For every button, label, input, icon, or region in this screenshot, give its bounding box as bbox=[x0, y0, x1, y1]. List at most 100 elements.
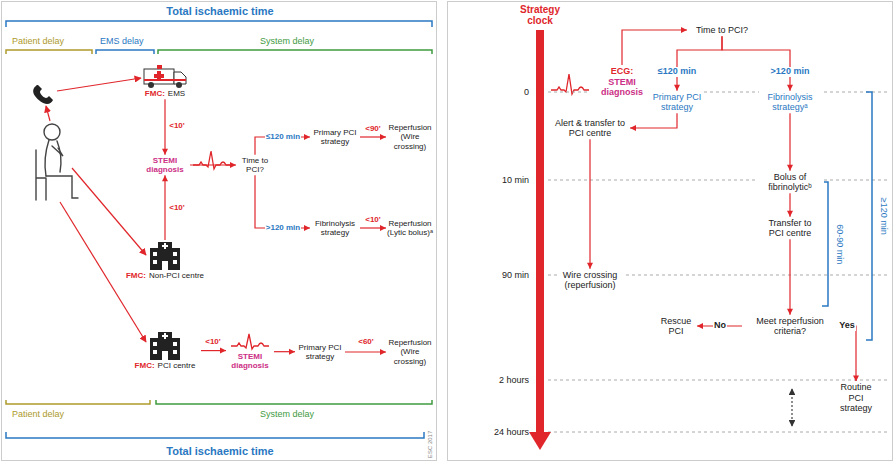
edge-label: <10' bbox=[168, 204, 185, 213]
flow-arrow bbox=[162, 99, 168, 155]
arrowhead bbox=[380, 134, 386, 140]
arrowhead bbox=[289, 349, 295, 355]
arrowhead bbox=[630, 125, 636, 131]
node-text: STEMI diagnosis bbox=[227, 352, 273, 370]
edge-label: Yes bbox=[838, 321, 856, 331]
flow-arrow bbox=[274, 349, 295, 355]
clock-bar bbox=[536, 30, 544, 434]
arrow-line bbox=[255, 175, 310, 228]
step-node: Bolus of fibrinolyticᵇ bbox=[756, 171, 824, 194]
patient-arrow bbox=[60, 202, 146, 342]
step-node: Wire crossing (reperfusion) bbox=[557, 269, 623, 292]
hospital-block bbox=[150, 248, 180, 270]
node-text: PCI centre bbox=[158, 361, 196, 370]
window bbox=[153, 252, 157, 256]
door bbox=[162, 351, 168, 360]
call-arrow bbox=[57, 78, 141, 91]
flow-arrow bbox=[787, 239, 793, 314]
time-bracket bbox=[6, 432, 424, 438]
node-text: ECG: bbox=[591, 66, 653, 76]
arrowhead bbox=[380, 225, 386, 231]
step-node: STEMI diagnosis bbox=[226, 332, 274, 371]
time-bracket bbox=[96, 50, 154, 54]
annotation-label: Patient delay bbox=[12, 36, 64, 46]
interval-bracket bbox=[866, 92, 872, 340]
edge-label: >120 min bbox=[265, 224, 301, 233]
step-node: Primary PCI strategy bbox=[295, 342, 345, 362]
ambulance-light bbox=[157, 65, 162, 69]
node-text: Primary PCI strategy bbox=[296, 343, 344, 361]
step-node: Transfer to PCI centre bbox=[759, 217, 821, 240]
annotation-label: 24 hours bbox=[494, 427, 529, 437]
node-text: Bolus of fibrinolyticᵇ bbox=[757, 172, 823, 193]
annotation-label: Strategy clock bbox=[514, 4, 566, 27]
annotation-label: System delay bbox=[260, 409, 314, 419]
step-node: ECG:STEMI diagnosis bbox=[590, 65, 654, 98]
patient-arrow bbox=[72, 168, 146, 255]
annotation-label: Total ischaemic time bbox=[166, 445, 273, 458]
annotation-label: Patient delay bbox=[12, 409, 64, 419]
flow-arrow bbox=[787, 193, 793, 216]
flow-arrow bbox=[787, 113, 793, 170]
annotation-label: 2 hours bbox=[499, 375, 529, 385]
node-text: Meet reperfusion criteria? bbox=[743, 316, 837, 337]
arrowhead bbox=[230, 162, 236, 168]
annotation-label: Total ischaemic time bbox=[166, 5, 273, 18]
step-node: Primary PCI strategy bbox=[310, 127, 360, 147]
arrow-line bbox=[789, 113, 790, 170]
arrow-line bbox=[589, 139, 590, 268]
time-gridline bbox=[548, 92, 888, 432]
arrow-line bbox=[677, 36, 722, 90]
edge-label: <90' bbox=[364, 125, 381, 134]
hospital-tower bbox=[158, 242, 172, 250]
ecg-trace bbox=[551, 74, 589, 94]
hospital-icon bbox=[150, 332, 180, 360]
step-node: Time to PCI? bbox=[687, 24, 757, 36]
patient-back bbox=[45, 140, 49, 176]
hospital-tower bbox=[158, 332, 172, 340]
patient-chest bbox=[57, 141, 61, 172]
annotation-label: 0 bbox=[524, 87, 529, 97]
ambulance-body bbox=[144, 69, 174, 84]
panel-frame bbox=[448, 2, 893, 461]
step-node: FMC:Non-PCI centre bbox=[122, 240, 208, 281]
arrowhead bbox=[304, 225, 310, 231]
edge-label: ≤120 min bbox=[657, 67, 697, 77]
step-node: Primary PCI strategy bbox=[651, 91, 703, 114]
patient-legs bbox=[46, 176, 78, 198]
window bbox=[173, 350, 177, 354]
ecg-trace bbox=[231, 334, 269, 349]
flow-arrow bbox=[162, 175, 168, 240]
step-node: Fibrinolysis strategy bbox=[310, 218, 360, 238]
window bbox=[173, 252, 177, 256]
node-text: STEMI diagnosis bbox=[591, 77, 653, 98]
node-text: Wire crossing (reperfusion) bbox=[558, 270, 622, 291]
window bbox=[153, 260, 157, 264]
step-node: Reperfusion (Wire crossing) bbox=[386, 122, 434, 152]
node-text: FMC: bbox=[135, 361, 155, 370]
ambulance-cross bbox=[154, 71, 164, 81]
node-text: Non-PCI centre bbox=[149, 271, 204, 280]
node-text: Rescue PCI bbox=[656, 316, 696, 337]
edge-label: <10' bbox=[168, 122, 185, 131]
node-text: Fibrinolysis strategy bbox=[311, 219, 359, 237]
arrow-line bbox=[345, 351, 386, 352]
axis-label: ≥120 min bbox=[878, 198, 888, 235]
step-node: Reperfusion (Wire crossing) bbox=[386, 337, 434, 367]
arrow-line bbox=[722, 36, 790, 90]
window bbox=[153, 350, 157, 354]
window bbox=[173, 260, 177, 264]
node-text: FMC: bbox=[145, 89, 165, 98]
wheel bbox=[176, 82, 182, 88]
annotation-label: EMS delay bbox=[100, 36, 144, 46]
flow-arrow bbox=[587, 139, 593, 268]
interval-arrow bbox=[791, 389, 792, 426]
edge-label: >120 min bbox=[770, 67, 811, 77]
step-node: Time to PCI? bbox=[236, 155, 274, 175]
time-bracket bbox=[158, 50, 432, 54]
step-node: Routine PCI strategy bbox=[831, 381, 881, 414]
step-node: STEMI diagnosis bbox=[140, 155, 190, 175]
step-node: Alert & transfer to PCI centre bbox=[550, 117, 630, 140]
patient-head bbox=[44, 124, 60, 140]
window bbox=[173, 342, 177, 346]
